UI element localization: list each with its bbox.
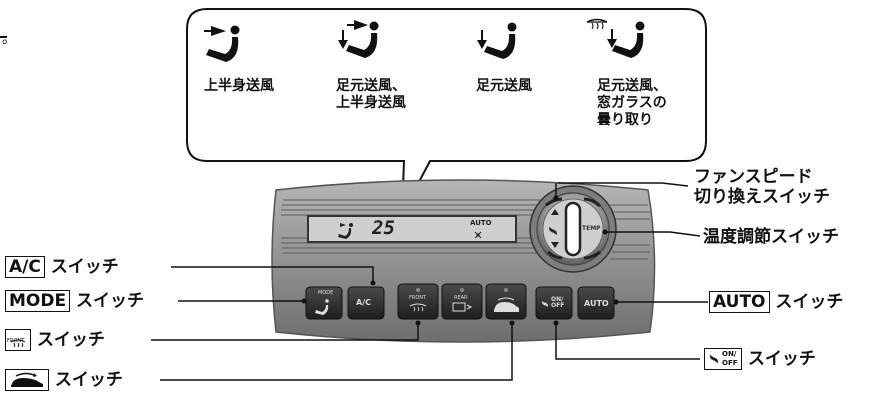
floor-vent-icon bbox=[477, 22, 517, 59]
front-defrost-callout: FRONT スイッチ bbox=[5, 329, 105, 351]
display-temp: 25 bbox=[372, 217, 395, 239]
onoff-key: ON/ OFF bbox=[704, 348, 742, 370]
front-button-label: FRONT bbox=[409, 295, 427, 301]
temp-down-button[interactable] bbox=[583, 250, 601, 260]
bilevel-vent-icon bbox=[338, 20, 379, 58]
rear-button-label: REAR bbox=[454, 295, 468, 301]
fan-onoff-button[interactable] bbox=[535, 286, 573, 320]
mode-key: MODE bbox=[5, 290, 71, 312]
onoff-key-top: ON/ bbox=[722, 350, 737, 358]
front-defrost-text: スイッチ bbox=[36, 330, 105, 350]
fan-speed-line1: ファンスピード bbox=[694, 167, 813, 187]
fan-key-icon bbox=[710, 355, 718, 363]
defrost-icon bbox=[10, 339, 26, 348]
rear-defrost-button[interactable] bbox=[441, 283, 483, 320]
display-fan-icon bbox=[474, 231, 482, 239]
recirc-key bbox=[5, 369, 49, 391]
temp-knob-label: TEMP bbox=[582, 225, 601, 232]
mode-caption-face: 上半身送風 bbox=[204, 78, 274, 94]
ac-key: A/C bbox=[5, 256, 45, 278]
display-mode-icon bbox=[338, 223, 353, 239]
fan-temp-knob[interactable] bbox=[529, 185, 617, 273]
leader-arrows bbox=[301, 195, 619, 326]
fan-onoff-text: スイッチ bbox=[747, 349, 816, 369]
mode-switch-callout: MODE スイッチ bbox=[5, 290, 145, 312]
mode-caption-bilevel: 足元送風、 上半身送風 bbox=[336, 78, 406, 111]
fan-down-button[interactable] bbox=[547, 242, 563, 260]
recirc-callout: スイッチ bbox=[5, 369, 123, 391]
mode-switch-text: スイッチ bbox=[76, 291, 145, 311]
corner-rule bbox=[0, 36, 7, 38]
fan-onoff-callout: ON/ OFF スイッチ bbox=[704, 348, 816, 370]
mode-caption-floor: 足元送風 bbox=[476, 78, 532, 94]
temp-up-button[interactable] bbox=[583, 197, 601, 208]
display-auto: AUTO bbox=[470, 219, 492, 227]
recirc-text: スイッチ bbox=[54, 370, 123, 390]
onoff-key-bottom: OFF bbox=[722, 359, 738, 367]
recirculation-icon bbox=[11, 372, 43, 387]
floor-defrost-icon bbox=[586, 18, 645, 58]
front-key-text: FRONT bbox=[7, 338, 25, 344]
ac-switch-callout: A/C スイッチ bbox=[5, 256, 119, 278]
front-defrost-key: FRONT bbox=[5, 329, 31, 351]
ac-switch-text: スイッチ bbox=[50, 257, 119, 277]
corner-mark: 。 bbox=[2, 31, 16, 47]
temp-control-callout: 温度調節スイッチ bbox=[703, 227, 839, 247]
auto-key: AUTO bbox=[709, 291, 770, 313]
face-vent-icon bbox=[204, 25, 240, 62]
ac-button-label: A/C bbox=[356, 298, 371, 307]
onoff-button-label: ON/ OFF bbox=[551, 296, 565, 309]
auto-button-label: AUTO bbox=[584, 299, 609, 308]
fan-up-button[interactable] bbox=[545, 197, 563, 215]
mode-button[interactable] bbox=[305, 286, 343, 320]
fan-icon bbox=[549, 227, 557, 235]
fan-speed-callout: ファンスピード 切り換えスイッチ bbox=[694, 167, 830, 207]
mode-caption-floor-defrost: 足元送風、 窓ガラスの 曇り取り bbox=[597, 78, 667, 128]
auto-switch-text: スイッチ bbox=[775, 292, 844, 312]
front-defrost-button[interactable] bbox=[397, 283, 439, 320]
leader-lines bbox=[151, 182, 708, 381]
fan-speed-line2: 切り換えスイッチ bbox=[694, 187, 830, 207]
recirculation-button[interactable] bbox=[485, 283, 527, 320]
ac-button[interactable] bbox=[347, 286, 385, 320]
mode-button-label: MODE bbox=[318, 290, 334, 296]
auto-switch-callout: AUTO スイッチ bbox=[709, 291, 844, 313]
